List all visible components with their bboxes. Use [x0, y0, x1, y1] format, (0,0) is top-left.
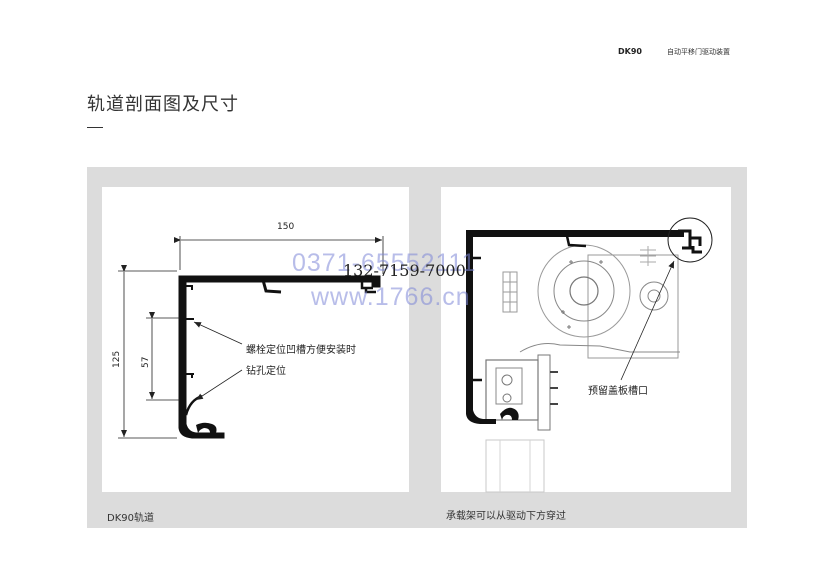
dimension-lines: [118, 236, 384, 439]
header-product-name: 自动平移门驱动装置: [667, 48, 730, 56]
drive-assembly-drawing: [466, 217, 713, 493]
bolt-slot-annotation-line1: 螺栓定位凹槽方便安装时: [246, 343, 356, 356]
bolt-slot-lower: [186, 373, 194, 378]
dimension-width-label: 150: [277, 222, 294, 232]
cover-slot-annotation: 预留盖板槽口: [588, 384, 648, 397]
watermark-url: www.1766.cn: [311, 283, 471, 311]
right-figure-caption: 承载架可以从驱动下方穿过: [446, 511, 566, 522]
bolt-slot-upper: [186, 285, 194, 320]
watermark-mobile: 132-7159-7000: [343, 261, 466, 280]
dimension-slot-label: 57: [141, 357, 151, 368]
right-figure-panel: [441, 187, 731, 492]
rail-bottom-hook: [196, 422, 217, 433]
rail-right-clip: [360, 282, 376, 294]
dimension-height-label: 125: [112, 351, 122, 368]
page-title: 轨道剖面图及尺寸: [87, 94, 239, 115]
left-figure-caption: DK90轨道: [107, 513, 154, 524]
header-model: DK90: [618, 47, 642, 56]
rail-curve: [184, 394, 203, 416]
title-underline: [87, 127, 103, 128]
watermark-phone: 0371-65552111: [292, 249, 477, 277]
bolt-slot-annotation-line2: 钻孔定位: [246, 364, 286, 377]
rail-top-hook: [261, 279, 282, 294]
right-rail-profile: [466, 230, 684, 424]
rail-profile: [178, 275, 381, 439]
